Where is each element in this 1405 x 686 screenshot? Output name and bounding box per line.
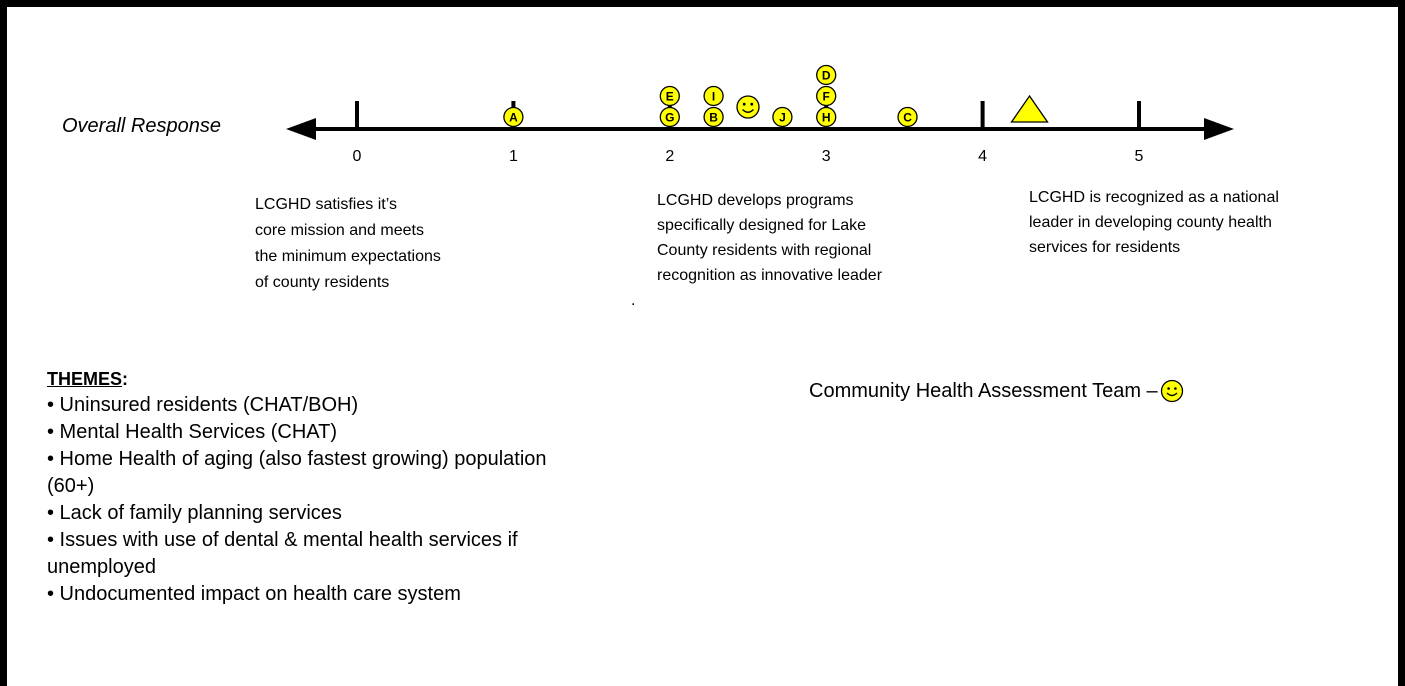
marker-circle (659, 85, 680, 107)
marker-label: I (712, 90, 715, 104)
axis-arrow-left (286, 118, 316, 140)
smiley-eye (742, 102, 746, 106)
theme-item: • Lack of family planning services (47, 502, 342, 524)
marker-label: D (822, 69, 831, 83)
marker-circle (703, 85, 724, 107)
marker-circle (816, 106, 837, 128)
marker-circle (816, 85, 837, 107)
marker-circle (659, 106, 680, 128)
marker-circle (503, 106, 524, 128)
marker-circle (703, 106, 724, 128)
theme-item: • Undocumented impact on health care sys… (47, 583, 461, 605)
marker-label: H (822, 111, 831, 125)
smiley-marker (736, 95, 760, 119)
themes-section: THEMES: • Uninsured residents (CHAT/BOH)… (47, 366, 547, 608)
themes-list: • Uninsured residents (CHAT/BOH) • Menta… (47, 392, 547, 608)
tick-label: 1 (509, 148, 518, 165)
description-level-3: LCGHD develops programs specifically des… (657, 192, 883, 284)
marker-label: A (509, 111, 518, 125)
marker-label: F (823, 90, 830, 104)
triangle-marker (1010, 94, 1049, 123)
smiley-icon (1160, 379, 1184, 403)
theme-item: • Uninsured residents (CHAT/BOH) (47, 394, 359, 416)
description-level-1: LCGHD satisfies it’s core mission and me… (255, 196, 441, 291)
marker-circle (772, 106, 793, 128)
marker-circle (897, 106, 918, 128)
theme-item: • Home Health of aging (also fastest gro… (47, 448, 547, 497)
tick-label: 5 (1135, 148, 1144, 165)
marker-circle (816, 64, 837, 86)
axis-label: Overall Response (62, 115, 221, 137)
marker-label: B (709, 111, 718, 125)
marker-label: J (779, 111, 786, 125)
tick-label: 4 (978, 148, 987, 165)
marker-label: E (666, 90, 674, 104)
marker-label: G (665, 111, 674, 125)
tick-label: 3 (822, 148, 831, 165)
smiley-mouth (742, 109, 754, 113)
legend-team: Community Health Assessment Team – (809, 379, 1184, 403)
axis-arrow-right (1204, 118, 1234, 140)
tick-label: 2 (665, 148, 674, 165)
tick-label: 0 (353, 148, 362, 165)
themes-heading-text: THEMES (47, 369, 123, 389)
marker-label: C (903, 111, 912, 125)
theme-item: • Issues with use of dental & mental hea… (47, 529, 518, 578)
description-level-5: LCGHD is recognized as a national leader… (1029, 189, 1279, 256)
themes-heading-colon: : (122, 369, 129, 389)
theme-item: • Mental Health Services (CHAT) (47, 421, 338, 443)
stray-mark: . (631, 292, 636, 309)
themes-heading: THEMES: (47, 366, 547, 392)
smiley-eye (750, 102, 754, 106)
legend-team-label: Community Health Assessment Team – (809, 379, 1158, 402)
